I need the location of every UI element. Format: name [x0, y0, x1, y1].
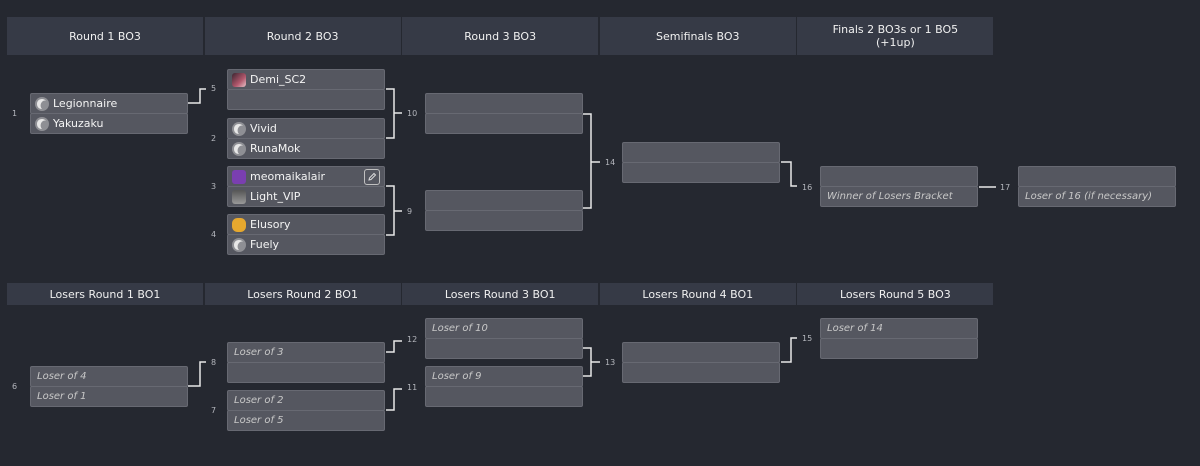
zerg-race-icon	[232, 237, 246, 252]
player-slot[interactable]	[622, 142, 780, 163]
match-number: 14	[605, 158, 616, 167]
zerg-race-icon	[35, 116, 49, 131]
match-11[interactable]: Loser of 9	[425, 366, 583, 407]
player-slot[interactable]: Light_VIP	[227, 186, 385, 207]
round-header: Round 1 BO3	[7, 17, 203, 55]
match-number: 15	[802, 334, 813, 343]
match-14[interactable]	[622, 142, 780, 183]
match-5[interactable]: Demi_SC2	[227, 69, 385, 110]
match-6[interactable]: Loser of 4 Loser of 1	[30, 366, 188, 407]
player-slot[interactable]: Loser of 16 (if necessary)	[1018, 186, 1176, 207]
match-8[interactable]: Loser of 3	[227, 342, 385, 383]
match-2[interactable]: Vivid RunaMok	[227, 118, 385, 159]
round-header: Round 3 BO3	[402, 17, 599, 55]
player-slot[interactable]: Demi_SC2	[227, 69, 385, 90]
player-slot[interactable]	[622, 342, 780, 363]
player-slot[interactable]	[1018, 166, 1176, 187]
player-slot[interactable]: Yakuzaku	[30, 113, 188, 134]
match-number: 8	[211, 358, 217, 367]
match-13[interactable]	[622, 342, 780, 383]
losers-header-row: Losers Round 1 BO1 Losers Round 2 BO1 Lo…	[7, 283, 995, 305]
player-slot[interactable]	[227, 362, 385, 383]
zerg-race-icon	[35, 96, 49, 111]
player-slot[interactable]	[622, 362, 780, 383]
player-slot[interactable]: Loser of 10	[425, 318, 583, 339]
player-slot[interactable]: Winner of Losers Bracket	[820, 186, 978, 207]
round-header: Losers Round 1 BO1	[7, 283, 203, 305]
round-header: Losers Round 2 BO1	[204, 283, 401, 305]
match-number: 5	[211, 84, 217, 93]
round-header: Losers Round 5 BO3	[797, 283, 994, 305]
match-3[interactable]: meomaikalair Light_VIP	[227, 166, 385, 207]
player-slot[interactable]	[425, 210, 583, 231]
match-number: 10	[407, 109, 418, 118]
player-slot[interactable]: Loser of 3	[227, 342, 385, 363]
player-slot[interactable]	[820, 166, 978, 187]
edit-icon[interactable]	[364, 169, 380, 185]
zerg-race-icon	[232, 121, 246, 136]
player-slot[interactable]: Loser of 2	[227, 390, 385, 411]
match-number: 2	[211, 134, 217, 143]
player-slot[interactable]: Loser of 4	[30, 366, 188, 387]
player-slot[interactable]: Loser of 1	[30, 386, 188, 407]
winners-header-row: Round 1 BO3 Round 2 BO3 Round 3 BO3 Semi…	[7, 17, 995, 55]
player-slot[interactable]: meomaikalair	[227, 166, 385, 187]
round-header: Semifinals BO3	[599, 17, 796, 55]
player-slot[interactable]: Loser of 14	[820, 318, 978, 339]
match-number: 11	[407, 383, 418, 392]
player-slot[interactable]	[820, 338, 978, 359]
player-avatar-icon	[232, 189, 246, 204]
player-avatar-icon	[232, 217, 246, 232]
player-slot[interactable]: Vivid	[227, 118, 385, 139]
player-slot[interactable]: Elusory	[227, 214, 385, 235]
match-number: 9	[407, 207, 413, 216]
player-slot[interactable]: Loser of 9	[425, 366, 583, 387]
match-16[interactable]: Winner of Losers Bracket	[820, 166, 978, 207]
match-1[interactable]: Legionnaire Yakuzaku	[30, 93, 188, 134]
player-avatar-icon	[232, 169, 246, 184]
player-slot[interactable]	[425, 113, 583, 134]
round-header: Round 2 BO3	[204, 17, 401, 55]
match-number: 1	[12, 109, 18, 118]
match-12[interactable]: Loser of 10	[425, 318, 583, 359]
player-slot[interactable]	[622, 162, 780, 183]
match-4[interactable]: Elusory Fuely	[227, 214, 385, 255]
match-number: 7	[211, 406, 217, 415]
match-number: 3	[211, 182, 217, 191]
round-header: Losers Round 4 BO1	[599, 283, 796, 305]
round-header: Losers Round 3 BO1	[402, 283, 599, 305]
round-header: Finals 2 BO3s or 1 BO5(+1up)	[797, 17, 994, 55]
match-number: 6	[12, 382, 18, 391]
match-15[interactable]: Loser of 14	[820, 318, 978, 359]
match-number: 12	[407, 335, 418, 344]
player-slot[interactable]	[425, 93, 583, 114]
player-slot[interactable]	[425, 386, 583, 407]
player-slot[interactable]: RunaMok	[227, 138, 385, 159]
match-9[interactable]	[425, 190, 583, 231]
player-slot[interactable]	[425, 338, 583, 359]
player-slot[interactable]: Legionnaire	[30, 93, 188, 114]
match-number: 16	[802, 183, 813, 192]
match-number: 13	[605, 358, 616, 367]
player-avatar-icon	[232, 72, 246, 87]
player-slot[interactable]	[425, 190, 583, 211]
match-17[interactable]: Loser of 16 (if necessary)	[1018, 166, 1176, 207]
match-number: 17	[1000, 183, 1011, 192]
zerg-race-icon	[232, 141, 246, 156]
match-number: 4	[211, 230, 217, 239]
player-slot[interactable]: Loser of 5	[227, 410, 385, 431]
match-10[interactable]	[425, 93, 583, 134]
player-slot[interactable]: Fuely	[227, 234, 385, 255]
match-7[interactable]: Loser of 2 Loser of 5	[227, 390, 385, 431]
player-slot[interactable]	[227, 89, 385, 110]
